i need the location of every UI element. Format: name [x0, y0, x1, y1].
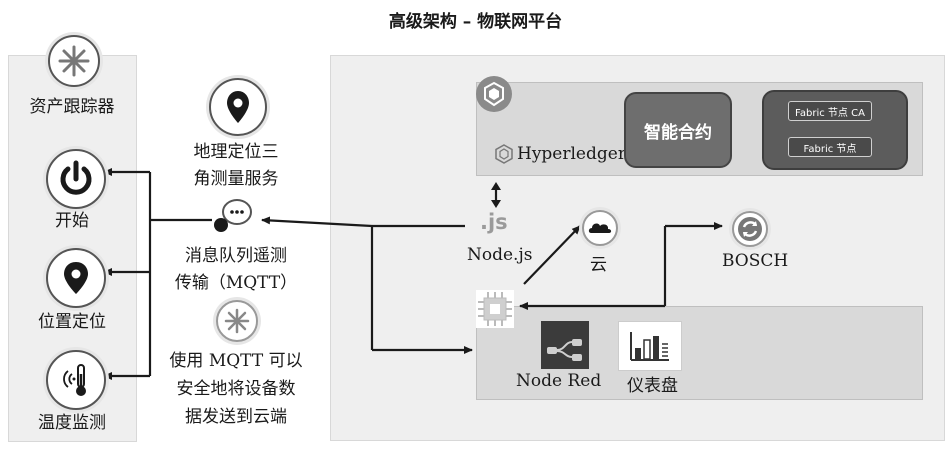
asterisk-icon [58, 45, 90, 77]
dashboard-label: 仪表盘 [627, 376, 678, 396]
node-red-tile [541, 321, 589, 369]
positioning-label: 位置定位 [38, 312, 106, 332]
temp-monitor-node [46, 350, 106, 410]
nodejs-label: Node.js [467, 245, 533, 265]
cloud-label: 云 [590, 255, 607, 275]
node-red-icon [547, 339, 582, 361]
location-pin-icon [227, 91, 249, 123]
fabric-peer-node: Fabric 节点 [788, 137, 872, 157]
start-node [46, 149, 106, 209]
node-red-label: Node Red [516, 371, 602, 391]
hyperledger-label: Hyperledger [517, 144, 626, 164]
cloud-icon [588, 223, 612, 233]
nodejs-icon: .js [480, 210, 508, 234]
thermometer-icon [63, 364, 86, 396]
location-pin-icon [64, 262, 88, 294]
hyperledger-badge [474, 74, 514, 114]
mqtt-note-2: 安全地将设备数 [176, 379, 296, 399]
mqtt-note-1: 使用 MQTT 可以 [169, 351, 303, 371]
dashboard-icon [630, 332, 669, 361]
asset-tracker-node [48, 35, 100, 87]
mqtt-security-node [216, 300, 258, 342]
bosch-label: BOSCH [722, 251, 789, 271]
temp-monitor-label: 温度监测 [38, 413, 106, 433]
diagram-title: 高级架构 – 物联网平台 [388, 12, 563, 32]
geo-service-label-2: 角测量服务 [193, 169, 279, 189]
smart-contract-box: 智能合约 [624, 92, 732, 168]
mqtt-node [211, 196, 255, 236]
fabric-group: Fabric 节点 CA Fabric 节点 [762, 90, 908, 170]
geo-service-node [209, 78, 267, 136]
asset-tracker-label: 资产跟踪器 [29, 97, 115, 117]
dashboard-tile [618, 321, 682, 371]
cloud-node [582, 210, 618, 246]
refresh-icon [738, 217, 762, 241]
asterisk-icon [224, 308, 250, 334]
mqtt-note-3: 据发送到云端 [185, 407, 287, 427]
hyperledger-icon [495, 144, 513, 164]
mqtt-label-1: 消息队列遥测 [185, 246, 287, 266]
positioning-node [46, 248, 106, 308]
chat-bubble-icon [214, 199, 252, 232]
mqtt-label-2: 传输（MQTT） [174, 273, 298, 293]
start-label: 开始 [55, 211, 89, 231]
power-icon [60, 160, 92, 195]
bosch-node [732, 211, 768, 247]
gateway-chip [476, 290, 514, 328]
hyperledger-icon [476, 76, 512, 112]
fabric-ca-node: Fabric 节点 CA [788, 101, 872, 121]
chip-icon [478, 292, 512, 326]
hyperledger-logo [493, 143, 515, 165]
geo-service-label-1: 地理定位三 [193, 142, 279, 162]
